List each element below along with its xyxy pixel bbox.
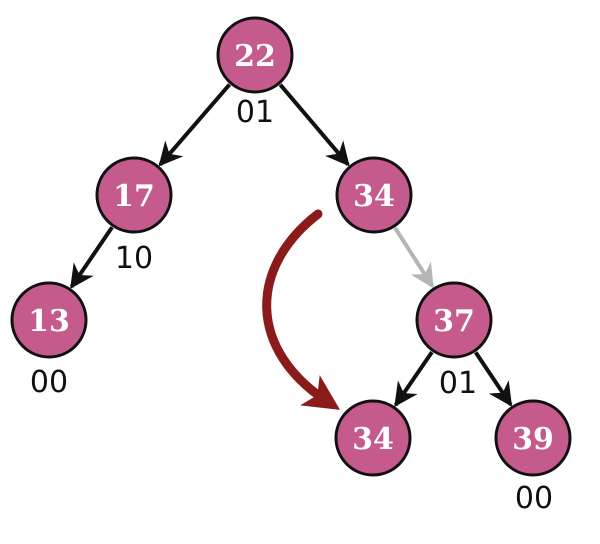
node-circle: [494, 399, 572, 477]
node-circle: [95, 156, 173, 234]
tree-node-n37: 37 01: [415, 281, 493, 401]
tree-node-n34b: 34: [334, 399, 412, 477]
node-balance-label: 10: [115, 241, 153, 276]
node-circle: [10, 281, 88, 359]
node-balance-label: 00: [30, 365, 68, 400]
node-circle: [335, 156, 413, 234]
node-key: 34: [352, 422, 394, 457]
node-key: 34: [353, 179, 395, 214]
edge-n37-n34b: [393, 351, 434, 408]
edge-n37-n39: [474, 351, 513, 407]
tree-node-n34a: 34: [335, 156, 413, 234]
node-circle: [216, 16, 294, 94]
edge-n17-n13: [69, 226, 114, 289]
node-key: 37: [433, 304, 475, 339]
rotation-move-arrow: [262, 209, 341, 410]
node-balance-label: 01: [236, 95, 274, 130]
node-balance-label: 00: [515, 481, 553, 516]
edge-n22-n34a: [278, 83, 350, 167]
node-balance-label: 01: [439, 366, 477, 401]
node-key: 13: [28, 304, 70, 339]
tree-node-n39: 39 00: [494, 399, 572, 516]
edge-n34a-n37: [393, 226, 435, 289]
node-key: 39: [512, 422, 554, 457]
node-circle: [415, 281, 493, 359]
node-key: 17: [113, 179, 155, 214]
node-circle: [334, 399, 412, 477]
edges: [69, 83, 513, 408]
tree-node-n22: 22 01: [216, 16, 294, 130]
tree-node-n13: 13 00: [10, 281, 88, 400]
edge-n22-n17: [158, 83, 232, 167]
node-key: 22: [234, 39, 276, 74]
